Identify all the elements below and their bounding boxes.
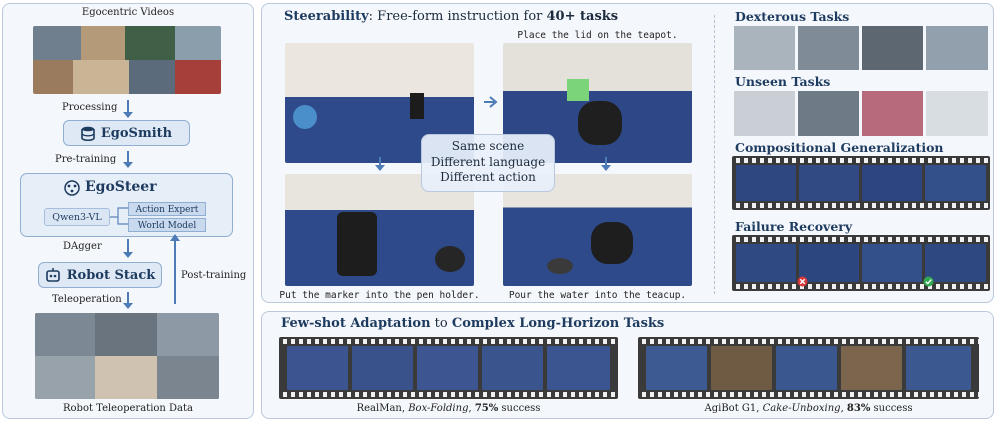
failure-filmstrip bbox=[732, 235, 990, 291]
arrow-tl-down bbox=[375, 157, 385, 171]
arrow-post-training-head bbox=[170, 234, 180, 241]
arrow-dagger bbox=[123, 239, 133, 258]
steerability-title-count: 40+ tasks bbox=[546, 9, 619, 24]
arrow-pretraining bbox=[123, 151, 133, 168]
unseen-title: Unseen Tasks bbox=[735, 74, 831, 89]
agibot-robot: AgiBot G1, bbox=[704, 403, 763, 414]
steerability-title: Steerability: Free-form instruction for … bbox=[284, 9, 618, 24]
steerability-title-rest: : Free-form instruction for bbox=[368, 9, 547, 24]
robot-icon bbox=[45, 268, 60, 282]
dagger-label: DAgger bbox=[63, 241, 102, 252]
agibot-success-word: success bbox=[870, 403, 913, 414]
arrow-right-icon bbox=[484, 96, 498, 108]
success-icon bbox=[923, 276, 934, 287]
teleop-data-mosaic bbox=[35, 313, 219, 399]
arrow-post-training bbox=[174, 240, 176, 304]
dexterous-frames bbox=[734, 26, 988, 70]
database-icon bbox=[81, 126, 95, 141]
robot-stack-box: Robot Stack bbox=[38, 262, 162, 288]
unseen-frames bbox=[734, 91, 988, 136]
agibot-caption: AgiBot G1, Cake-Unboxing, 83% success bbox=[704, 403, 913, 414]
compositional-filmstrip bbox=[732, 156, 990, 210]
fewshot-title: Few-shot Adaptation to Complex Long-Hori… bbox=[281, 316, 664, 331]
robot-stack-label: Robot Stack bbox=[66, 267, 156, 283]
teleop-label: Teleoperation bbox=[52, 294, 122, 305]
fewshot-title-bold2: Complex Long-Horizon Tasks bbox=[451, 316, 665, 331]
fewshot-title-mid: to bbox=[430, 316, 452, 331]
realman-caption: RealMan, Box-Folding, 75% success bbox=[356, 403, 541, 414]
egosmith-box: EgoSmith bbox=[63, 120, 190, 146]
post-training-label: Post-training bbox=[181, 270, 247, 281]
vertical-divider bbox=[714, 15, 715, 294]
center-line-2: Different language bbox=[430, 154, 546, 169]
ego-video-mosaic bbox=[33, 26, 221, 94]
caption-water: Pour the water into the teacup. bbox=[508, 290, 687, 301]
realman-filmstrip bbox=[279, 337, 618, 399]
fewshot-title-bold1: Few-shot Adaptation bbox=[281, 316, 431, 331]
realman-success-word: success bbox=[498, 403, 541, 414]
center-message-box: Same scene Different language Different … bbox=[421, 134, 555, 192]
failure-title: Failure Recovery bbox=[735, 219, 853, 234]
arrow-tr-down bbox=[601, 157, 611, 171]
dexterous-title: Dexterous Tasks bbox=[735, 9, 850, 24]
egosteer-label: EgoSteer bbox=[85, 179, 157, 195]
agibot-task: Cake-Unboxing bbox=[762, 403, 841, 414]
qwen-box: Qwen3-VL bbox=[44, 208, 110, 226]
center-line-3: Different action bbox=[440, 170, 536, 184]
teleop-data-label: Robot Teleoperation Data bbox=[63, 403, 193, 414]
compositional-title: Compositional Generalization bbox=[735, 140, 944, 155]
processing-label: Processing bbox=[62, 102, 118, 113]
ego-videos-label: Egocentric Videos bbox=[81, 7, 175, 18]
egosmith-label: EgoSmith bbox=[100, 125, 173, 141]
caption-marker: Put the marker into the pen holder. bbox=[279, 290, 480, 301]
caption-lid: Place the lid on the teapot. bbox=[517, 30, 678, 41]
agibot-filmstrip bbox=[638, 337, 979, 399]
realman-rate: 75% bbox=[474, 403, 499, 414]
arrow-teleop bbox=[123, 292, 133, 309]
scene-image-top-right bbox=[503, 43, 692, 163]
brain-icon bbox=[64, 180, 80, 196]
arrow-processing bbox=[123, 100, 133, 118]
realman-robot: RealMan, bbox=[356, 403, 409, 414]
steerability-title-bold: Steerability bbox=[284, 9, 369, 24]
pretraining-label: Pre-training bbox=[55, 154, 117, 165]
fail-icon bbox=[797, 276, 808, 287]
scene-image-bottom-left bbox=[285, 174, 474, 286]
center-line-1: Same scene bbox=[451, 139, 525, 153]
realman-task: Box-Folding bbox=[408, 403, 469, 414]
agibot-rate: 83% bbox=[846, 403, 871, 414]
action-expert-box: Action Expert bbox=[128, 202, 206, 216]
scene-image-bottom-right bbox=[503, 174, 692, 286]
connector-lines bbox=[110, 207, 130, 225]
world-model-box: World Model bbox=[128, 218, 206, 232]
